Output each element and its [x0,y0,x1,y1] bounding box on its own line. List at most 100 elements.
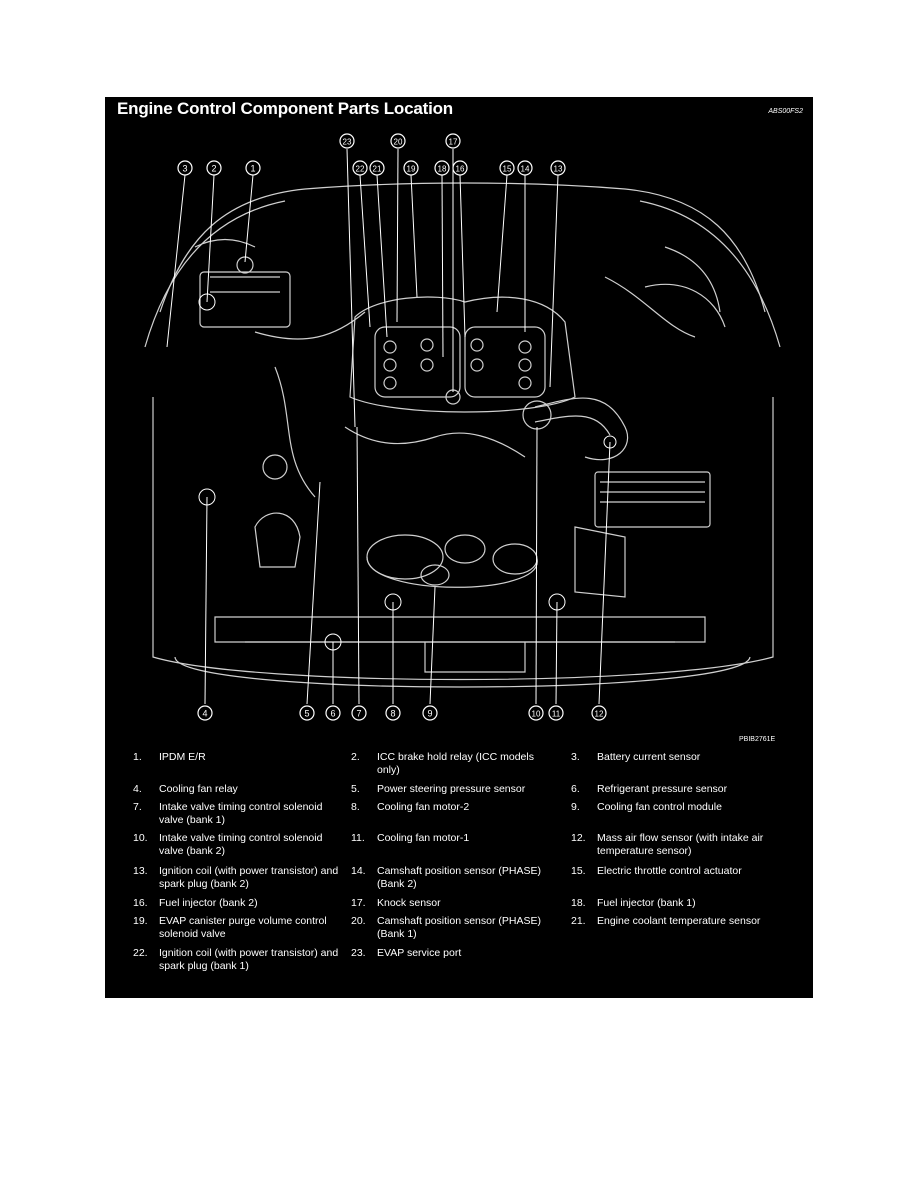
legend-text: Knock sensor [377,897,441,909]
callout-circle [422,705,438,721]
callout-circle [385,705,401,721]
legend-number: 3. [571,751,580,763]
engine-bay-drawing [144,182,781,688]
callout-number: 20 [394,137,403,146]
legend-text: Fuel injector (bank 1) [597,897,696,909]
legend-number: 11. [351,832,365,844]
callout-14: 14 [517,160,533,176]
legend-number: 14. [351,865,366,877]
legend-text: IPDM E/R [159,751,206,763]
callout-circle [517,160,533,176]
callout-3: 3 [177,160,193,176]
legend-text: Engine coolant temperature sensor [597,915,761,927]
legend-number: 9. [571,801,580,813]
callout-23: 23 [339,133,355,149]
legend-number: 12. [571,832,586,844]
callout-circle [452,160,468,176]
callout-circle [591,705,607,721]
callout-circle [177,160,193,176]
callout-number: 21 [373,164,382,173]
callout-number: 23 [343,137,352,146]
legend-number: 5. [351,783,360,795]
legend-number: 19. [133,915,148,927]
figure-id: PBIB2761E [739,736,776,743]
callout-number: 1 [250,163,255,173]
callout-number: 11 [552,709,561,718]
legend-text: Cooling fan relay [159,783,238,795]
callout-number: 5 [304,708,309,718]
legend-number: 10. [133,832,148,844]
callout-number: 19 [407,164,416,173]
callout-18: 18 [434,160,450,176]
callout-number: 8 [390,708,395,718]
callout-1: 1 [245,160,261,176]
callout-7: 7 [351,705,367,721]
legend-number: 16. [133,897,148,909]
callout-number: 10 [532,709,541,718]
callout-number: 15 [503,164,512,173]
legend-text: Cooling fan control module [597,801,722,813]
callout-circle [434,160,450,176]
callout-12: 12 [591,705,607,721]
callout-22: 22 [352,160,368,176]
legend-text: Camshaft position sensor (PHASE) (Bank 2… [377,865,541,890]
callout-circle [325,705,341,721]
legend-number: 13. [133,865,148,877]
callout-19: 19 [403,160,419,176]
callout-circle [403,160,419,176]
callout-number: 6 [330,708,335,718]
callout-circle [390,133,406,149]
callout-6: 6 [325,705,341,721]
legend-text: ICC brake hold relay (ICC models only) [377,751,534,776]
callout-circle [499,160,515,176]
callout-circle [445,133,461,149]
legend-text: Mass air flow sensor (with intake air te… [597,832,764,857]
legend-text: Power steering pressure sensor [377,783,526,795]
callout-number: 12 [595,709,604,718]
callout-16: 16 [452,160,468,176]
callout-circle [245,160,261,176]
callout-circle [550,160,566,176]
callout-20: 20 [390,133,406,149]
callout-number: 16 [456,164,465,173]
legend-number: 22. [133,947,148,959]
legend-text: Intake valve timing control solenoid val… [159,801,323,826]
callout-circle [369,160,385,176]
legend-text: EVAP canister purge volume control solen… [159,915,327,940]
legend-number: 4. [133,783,142,795]
document-code: ABS00FS2 [768,108,803,115]
callout-number: 13 [554,164,563,173]
callout-number: 2 [211,163,216,173]
legend-number: 7. [133,801,142,813]
legend-text: Electric throttle control actuator [597,865,742,877]
callout-8: 8 [385,705,401,721]
legend-text: Intake valve timing control solenoid val… [159,832,323,857]
legend-number: 8. [351,801,360,813]
callout-circle [528,705,544,721]
callout-circle [548,705,564,721]
legend-number: 15. [571,865,586,877]
callout-circle [197,705,213,721]
callout-4: 4 [197,705,213,721]
callout-number: 4 [202,708,207,718]
legend-text: Cooling fan motor-2 [377,801,470,813]
callout-number: 17 [449,137,458,146]
callout-21: 21 [369,160,385,176]
legend-text: Ignition coil (with power transistor) an… [159,947,339,972]
callout-circle [206,160,222,176]
callout-circle [299,705,315,721]
callout-circle [351,705,367,721]
legend-text: Refrigerant pressure sensor [597,783,728,795]
legend-text: Battery current sensor [597,751,701,763]
legend-number: 20. [351,915,366,927]
legend-text: Camshaft position sensor (PHASE) (Bank 1… [377,915,541,940]
page-title: Engine Control Component Parts Location [117,99,453,118]
legend-text: EVAP service port [377,947,462,959]
legend-number: 18. [571,897,586,909]
legend-number: 17. [351,897,366,909]
callout-13: 13 [550,160,566,176]
leader-lines [166,148,611,705]
legend-text: Fuel injector (bank 2) [159,897,258,909]
callout-circle [339,133,355,149]
